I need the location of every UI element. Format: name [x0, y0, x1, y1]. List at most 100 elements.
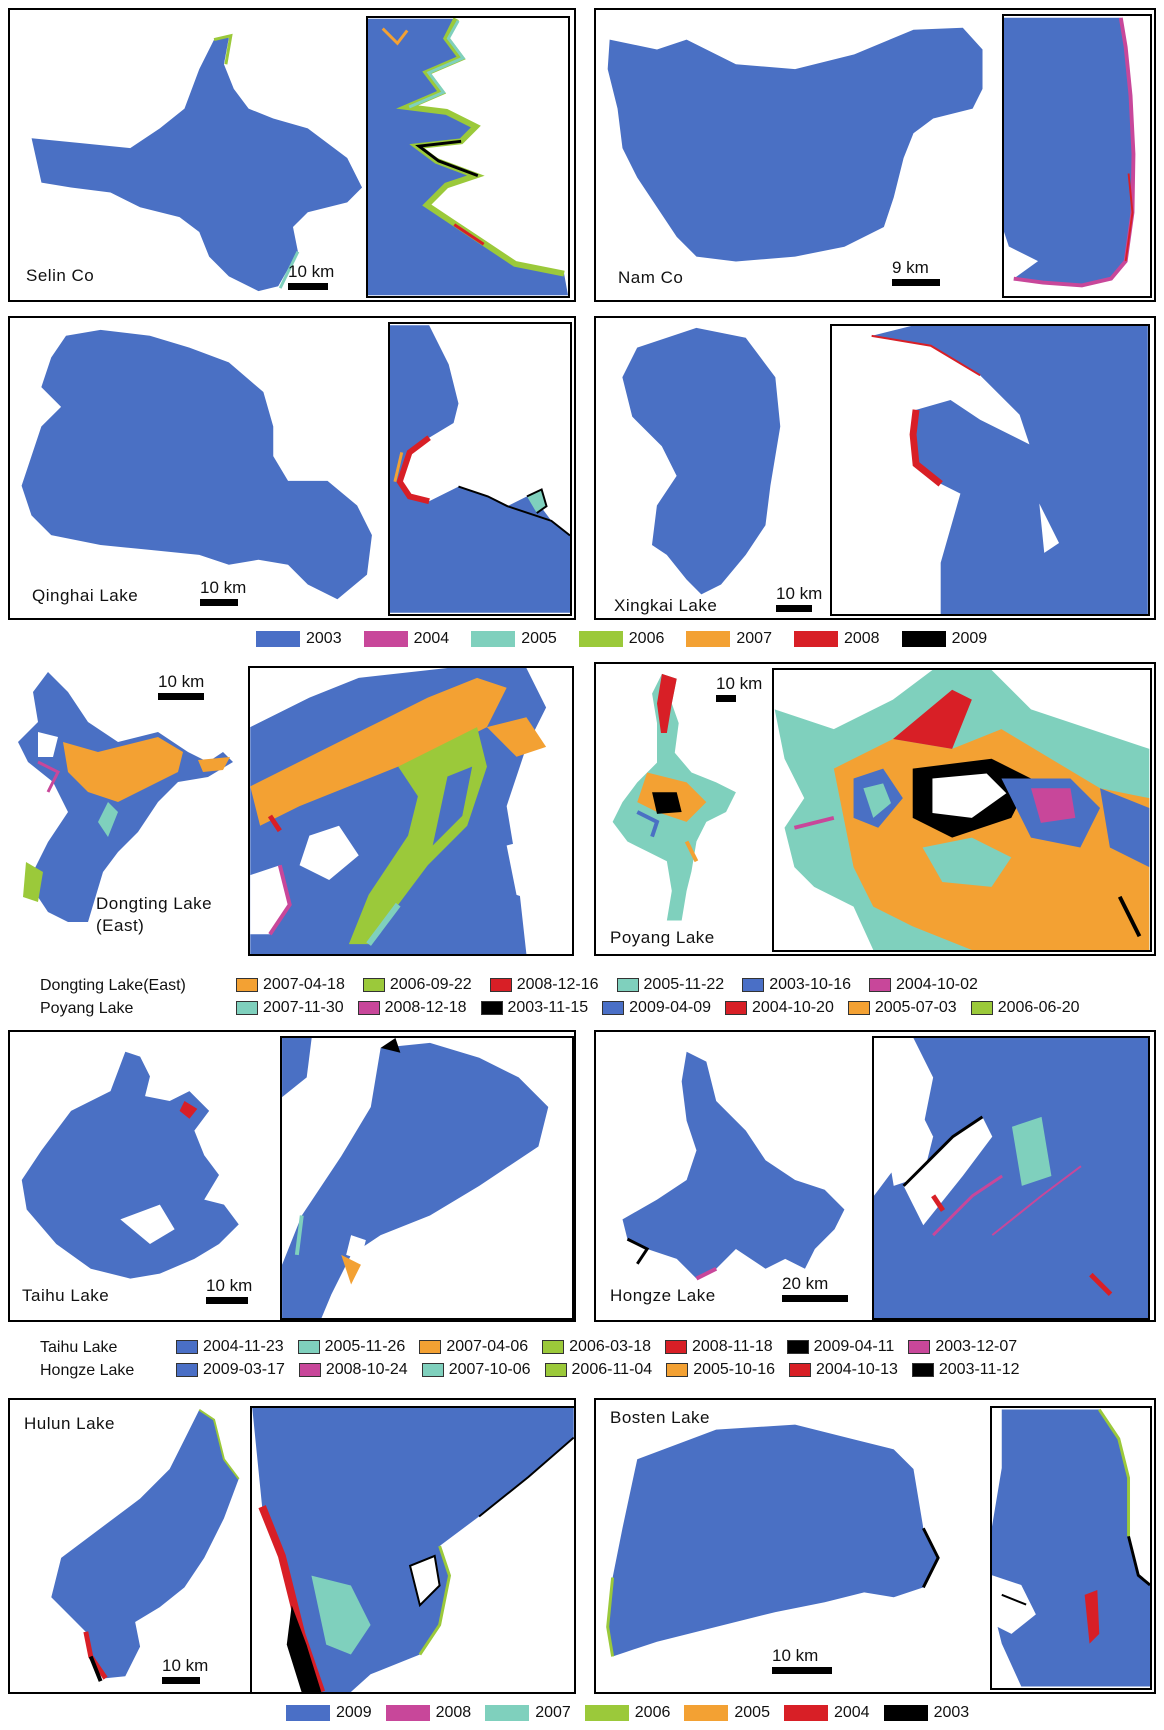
legend-label: 2007-10-06: [448, 1361, 531, 1378]
legend-label: 2004: [833, 1704, 870, 1721]
legend-swatch: [256, 631, 300, 647]
legend-swatch: [362, 978, 385, 992]
nam-co-lake-map: [607, 27, 983, 262]
panel-hongze-lake: Hongze Lake 20 km: [594, 1030, 1156, 1322]
legend-item: 2008-10-24: [298, 1361, 408, 1379]
scale-bar: [772, 1667, 832, 1674]
legend-label: 2006-09-22: [389, 976, 472, 993]
legend-label: 2003: [933, 1704, 970, 1721]
legend-label: 2005-07-03: [874, 999, 957, 1016]
dongting-lake-inset-map: [250, 668, 572, 954]
inset-nam-co: [1002, 14, 1152, 298]
scale-bar-taihu-lake: 10 km: [206, 1276, 252, 1304]
legend-item: 2004: [363, 630, 449, 648]
legend-swatch: [471, 631, 516, 647]
inset-hongze-lake: [872, 1036, 1150, 1320]
panel-dongting-lake: Dongting Lake (East) 10 km: [8, 662, 576, 956]
lake-name-dongting-lake: Dongting Lake: [96, 894, 213, 913]
legend-swatch: [970, 1001, 993, 1015]
legend-label: 2007: [535, 1704, 571, 1721]
scale-bar: [158, 693, 204, 700]
legend-item: 2005-10-16: [666, 1361, 775, 1379]
legend-item: 2009: [901, 630, 987, 648]
legend-swatch: [793, 631, 838, 647]
legend-swatch: [869, 978, 892, 992]
lake-name-selin-co: Selin Co: [26, 266, 95, 285]
legend-item: 2003-12-07: [908, 1338, 1017, 1356]
bosten-lake-inset-map: [992, 1408, 1150, 1687]
legend-swatch: [684, 1705, 729, 1721]
legend-label: 2005-10-16: [693, 1361, 776, 1378]
panel-nam-co: Nam Co 9 km: [594, 8, 1156, 302]
scale-label: 10 km: [200, 578, 247, 597]
legend-swatch: [297, 1340, 320, 1354]
legend-label: 2004-11-23: [203, 1338, 284, 1355]
lake-name-qinghai-lake: Qinghai Lake: [32, 586, 139, 605]
legend-swatch: [176, 1363, 198, 1377]
inset-selin-co: [366, 16, 570, 298]
lake-name-dongting-lake-east: (East): [96, 916, 145, 935]
panel-bosten-lake: Bosten Lake 10 km: [594, 1398, 1156, 1694]
legend-label: 2007-04-06: [446, 1338, 529, 1355]
legend-swatch: [419, 1340, 442, 1354]
hulun-lake-map: [51, 1409, 240, 1682]
legend-swatch: [236, 1001, 258, 1015]
legend-item: 2003: [883, 1704, 970, 1722]
lake-name-nam-co: Nam Co: [618, 268, 684, 287]
scale-bar: [162, 1677, 200, 1684]
legend-item: 2008-11-18: [665, 1338, 773, 1356]
scale-bar-bosten-lake: 10 km: [772, 1646, 832, 1674]
legend-label: 2005: [521, 630, 557, 647]
legend-label-hongze: Hongze Lake: [40, 1362, 135, 1379]
legend-label: 2004-10-20: [752, 999, 834, 1016]
legend-label: 2003: [306, 630, 342, 647]
legend-label: 2006-03-18: [569, 1338, 651, 1355]
legend-label: 2008: [435, 1704, 472, 1721]
legend-label: 2008-10-24: [325, 1361, 408, 1378]
taihu-lake-inset-map: [282, 1038, 572, 1318]
scale-bar-hulun-lake: 10 km: [162, 1656, 208, 1684]
scale-bar-poyang-lake: 10 km: [716, 674, 762, 702]
legend-label: 2004-10-02: [896, 976, 978, 993]
legend-label-dongting: Dongting Lake(East): [40, 977, 186, 994]
legend-swatch: [542, 1340, 565, 1354]
lake-name-hongze-lake: Hongze Lake: [610, 1286, 716, 1305]
inset-poyang-lake: [772, 668, 1152, 952]
scale-bar: [716, 695, 736, 702]
legend-label: 2009-04-11: [813, 1338, 895, 1355]
legend-swatch: [176, 1340, 198, 1354]
legend-swatch: [421, 1363, 444, 1377]
inset-dongting-lake: [248, 666, 574, 956]
legend-swatch: [286, 1705, 330, 1721]
scale-bar-hongze-lake: 20 km: [782, 1274, 848, 1302]
legend-swatch: [783, 1705, 828, 1721]
legend-item: 2006: [578, 630, 664, 648]
lake-name-taihu-lake: Taihu Lake: [22, 1286, 110, 1305]
scale-label: 10 km: [206, 1276, 253, 1295]
legend-label: 2006-11-04: [571, 1361, 653, 1378]
legend-swatch: [725, 1001, 747, 1015]
scale-bar: [782, 1295, 848, 1302]
legend-swatch: [298, 1363, 321, 1377]
legend-item: 2008: [793, 630, 880, 648]
inset-taihu-lake: [280, 1036, 574, 1320]
legend-item: 2009: [286, 1704, 372, 1722]
legend-label: 2003-12-07: [935, 1338, 1018, 1355]
legend-swatch: [847, 1001, 870, 1015]
scale-bar-dongting-lake: 10 km: [158, 672, 204, 700]
legend-swatch: [901, 631, 946, 647]
scale-bar: [288, 283, 328, 290]
legend-item: 2003-10-16: [742, 976, 851, 994]
scale-label: 10 km: [158, 672, 205, 691]
hulun-lake-inset-map: [252, 1408, 574, 1692]
legend-swatch: [666, 1363, 689, 1377]
legend-swatch: [742, 978, 765, 992]
legend-swatch: [544, 1363, 567, 1377]
legend-item: 2006-09-22: [362, 976, 472, 994]
legend-item: 2007-11-30: [236, 999, 344, 1017]
legend-item: 2007-04-06: [419, 1338, 528, 1356]
